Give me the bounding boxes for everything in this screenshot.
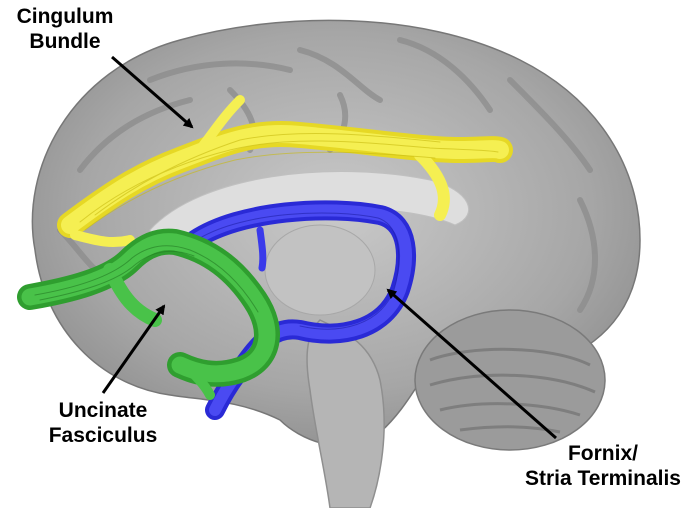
fornix-arrow bbox=[386, 288, 557, 440]
gyri-folds bbox=[57, 37, 598, 313]
cingulum-bundle-label: Cingulum Bundle bbox=[6, 4, 124, 54]
uncinate-label-line1: Uncinate bbox=[58, 399, 148, 422]
cingulum-label-line2: Bundle bbox=[29, 30, 101, 53]
uncinate-fasciculus-tract bbox=[17, 228, 280, 400]
cingulum-bundle-tract bbox=[57, 95, 513, 248]
fornix-label-line2: Stria Terminalis bbox=[524, 467, 681, 490]
uncinate-arrow bbox=[101, 304, 166, 394]
thalamus bbox=[264, 224, 376, 316]
cingulum-arrow bbox=[111, 55, 194, 129]
uncinate-fasciculus-label: Uncinate Fasciculus bbox=[42, 398, 164, 448]
cingulum-label-line1: Cingulum bbox=[16, 5, 114, 28]
fornix-stria-terminalis-label: Fornix/ Stria Terminalis bbox=[522, 441, 684, 491]
uncinate-label-line2: Fasciculus bbox=[48, 424, 158, 447]
fornix-label-line1: Fornix/ bbox=[567, 442, 638, 465]
cerebellum bbox=[414, 309, 606, 451]
